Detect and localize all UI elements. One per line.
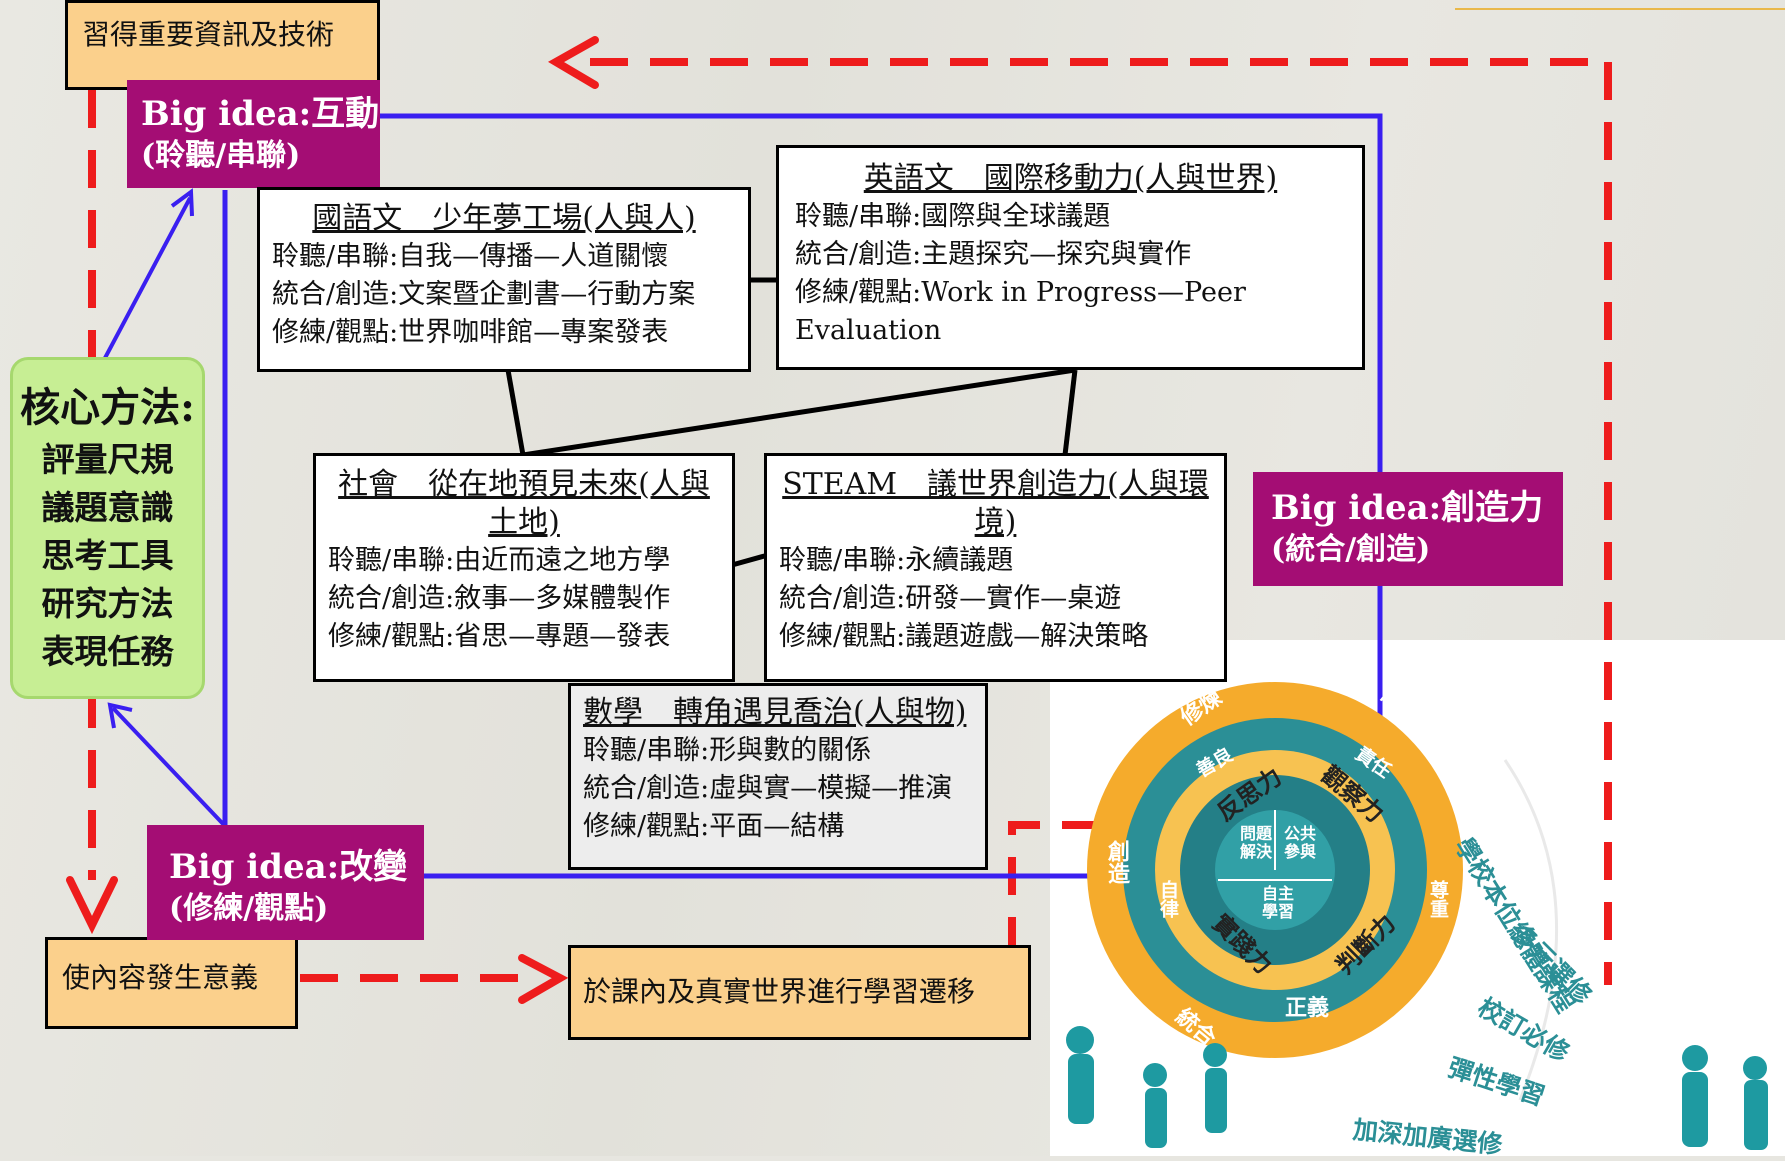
big-idea-title: Big idea:創造力 xyxy=(1271,488,1544,528)
core-method-item: 議題意識 xyxy=(41,488,174,527)
subject-title: 國語文 少年夢工場(人與人) xyxy=(312,201,696,236)
transfer-text: 於課內及真實世界進行學習遷移 xyxy=(583,975,976,1008)
subject-title: 英語文 國際移動力(人與世界) xyxy=(863,161,1278,196)
subject-title: 數學 轉角遇見喬治(人與物) xyxy=(583,695,967,730)
corner-accent xyxy=(1455,0,1785,10)
wheel-center-label: 問題解決 xyxy=(1239,824,1272,861)
subject-line: 修練/觀點:世界咖啡館—專案發表 xyxy=(272,317,669,348)
subject-line: 修練/觀點:省思—專題—發表 xyxy=(328,621,671,652)
big-idea-change: Big idea:改變 (修練/觀點) xyxy=(147,825,424,940)
red-arrow-down xyxy=(66,876,118,935)
top-goal-box: 習得重要資訊及技術 xyxy=(65,0,380,90)
big-idea-interaction: Big idea:互動 (聆聽/串聯) xyxy=(127,80,380,188)
subject-line: 聆聽/串聯:永續議題 xyxy=(779,545,1014,576)
subject-line: Evaluation xyxy=(795,315,942,346)
wheel-outer-label: 聆聽 xyxy=(1479,845,1504,889)
subject-social-box: 社會 從在地預見未來(人與 土地) 聆聽/串聯:由近而遠之地方學 統合/創造:敘… xyxy=(313,453,735,682)
subject-title-cont: 境) xyxy=(974,505,1017,540)
subject-line: 修練/觀點:Work in Progress—Peer xyxy=(795,277,1246,308)
big-idea-title: Big idea:互動 xyxy=(141,94,380,134)
big-idea-title: Big idea:改變 xyxy=(169,847,408,887)
big-idea-sub: (統合/創造) xyxy=(1271,532,1431,567)
subject-line: 統合/創造:文案暨企劃書—行動方案 xyxy=(272,279,696,310)
subject-line: 修練/觀點:議題遊戲—解決策略 xyxy=(779,621,1149,652)
subject-line: 統合/創造:敘事—多媒體製作 xyxy=(328,583,671,614)
wheel-center-label: 自主學習 xyxy=(1261,884,1294,921)
blue-arrows xyxy=(103,188,227,828)
subject-line: 修練/觀點:平面—結構 xyxy=(583,811,845,842)
wheel-center-label: 公共參與 xyxy=(1283,824,1316,861)
wheel-middle-label: 自律 xyxy=(1157,880,1179,918)
subject-chinese-box: 國語文 少年夢工場(人與人) 聆聽/串聯:自我—傳播—人道關懷 統合/創造:文案… xyxy=(257,187,751,372)
subject-line: 聆聽/串聯:形與數的關係 xyxy=(583,735,872,766)
big-idea-sub: (修練/觀點) xyxy=(169,891,329,926)
subject-line: 統合/創造:研發—實作—桌遊 xyxy=(779,583,1122,614)
core-method-item: 研究方法 xyxy=(41,584,174,623)
top-goal-text: 習得重要資訊及技術 xyxy=(82,18,335,51)
core-methods-box: 核心方法: 評量尺規 議題意識 思考工具 研究方法 表現任務 xyxy=(10,357,205,699)
subject-line: 聆聽/串聯:自我—傳播—人道關懷 xyxy=(272,241,669,272)
subject-line: 統合/創造:主題探究—探究與實作 xyxy=(795,239,1192,270)
subject-steam-box: STEAM 議世界創造力(人與環 境) 聆聽/串聯:永續議題 統合/創造:研發—… xyxy=(764,453,1227,682)
red-arrow-right xyxy=(518,954,569,1004)
subject-line: 聆聽/串聯:國際與全球議題 xyxy=(795,201,1111,232)
big-idea-creativity: Big idea:創造力 (統合/創造) xyxy=(1253,472,1563,586)
core-method-item: 表現任務 xyxy=(41,632,174,671)
core-method-item: 思考工具 xyxy=(41,536,174,575)
people-silhouettes xyxy=(1066,1026,1768,1150)
wheel-outer-label: 創造 xyxy=(1104,840,1129,884)
core-methods-heading: 核心方法: xyxy=(20,384,195,431)
subject-title-cont: 土地) xyxy=(488,505,560,540)
curriculum-wheel xyxy=(1087,682,1463,1058)
core-method-item: 評量尺規 xyxy=(41,440,174,479)
subject-title: 社會 從在地預見未來(人與 xyxy=(338,467,710,502)
meaning-text: 使內容發生意義 xyxy=(62,961,259,994)
meaning-box: 使內容發生意義 xyxy=(45,937,298,1029)
transfer-box: 於課內及真實世界進行學習遷移 xyxy=(568,945,1031,1040)
wheel-middle-label: 正義 xyxy=(1285,996,1330,1021)
subject-english-box: 英語文 國際移動力(人與世界) 聆聽/串聯:國際與全球議題 統合/創造:主題探究… xyxy=(776,145,1365,370)
subject-line: 統合/創造:虛與實—模擬—推演 xyxy=(583,773,953,804)
subject-title: STEAM 議世界創造力(人與環 xyxy=(782,467,1209,502)
big-idea-sub: (聆聽/串聯) xyxy=(141,138,301,173)
wheel-middle-label: 尊重 xyxy=(1427,880,1449,918)
subject-line: 聆聽/串聯:由近而遠之地方學 xyxy=(328,545,671,576)
box-connectors xyxy=(505,277,1078,568)
red-arrow-left xyxy=(547,36,599,89)
subject-math-box: 數學 轉角遇見喬治(人與物) 聆聽/串聯:形與數的關係 統合/創造:虛與實—模擬… xyxy=(568,683,988,870)
curriculum-swoosh xyxy=(1503,759,1559,1101)
